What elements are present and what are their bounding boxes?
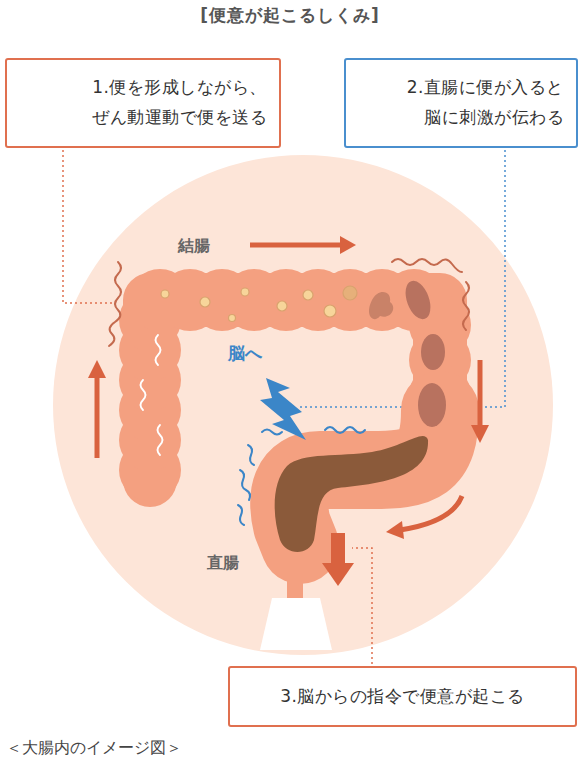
- stool-piece: [229, 315, 236, 322]
- peristalsis-waves: [109, 259, 469, 346]
- stimulus-wave: [325, 427, 365, 433]
- colon-folds: [141, 335, 163, 455]
- arrow-shaft: [250, 243, 344, 248]
- stool-lump: [421, 334, 445, 370]
- anal-canal: [287, 550, 303, 602]
- stool-piece: [324, 305, 336, 317]
- arrow-head: [322, 563, 354, 586]
- callout-box: 1.便を形成しながら、 ぜん動運動で便を送る: [5, 58, 281, 148]
- stimulus-wave: [248, 445, 254, 465]
- nerve-signal-bolt: [260, 378, 306, 440]
- part-label: 結腸: [178, 236, 210, 255]
- arrow-shaft: [400, 496, 462, 530]
- background-circle: [53, 155, 553, 655]
- arrow-head: [340, 236, 356, 254]
- arrow-head: [88, 360, 106, 378]
- arrow-shaft: [478, 360, 483, 428]
- stimulus-wave: [240, 470, 250, 500]
- peristalsis-wave: [109, 262, 121, 346]
- stool-piece: [343, 286, 357, 300]
- stool-mass: [275, 436, 428, 552]
- direction-arrows: [88, 236, 489, 586]
- leader-line: [352, 548, 372, 664]
- part-label: 直腸: [207, 553, 239, 572]
- stool-lump: [369, 292, 393, 319]
- stool-piece: [200, 297, 210, 307]
- part-label: 脳へ: [228, 343, 262, 363]
- stool-pieces: [161, 286, 357, 322]
- stool-piece: [303, 290, 313, 300]
- callout-box: 2.直腸に便が入ると 脳に刺激が伝わる: [344, 58, 578, 148]
- stimulus-waves: [238, 427, 365, 525]
- diagram-title: [便意が起こるしくみ]: [0, 4, 580, 27]
- arrow-shaft: [331, 533, 345, 565]
- callout-text: 3.脳からの指令で便意が起こる: [280, 682, 525, 712]
- stool-piece: [161, 290, 169, 298]
- colon-fold: [156, 335, 161, 365]
- diagram-caption: ＜大腸内のイメージ図＞: [6, 738, 182, 759]
- peristalsis-wave: [463, 282, 469, 330]
- callout-text: 2.直腸に便が入ると 脳に刺激が伝わる: [358, 73, 564, 133]
- colon-fold: [158, 425, 163, 455]
- anus-opening: [260, 598, 332, 650]
- arrow-head: [471, 425, 489, 443]
- arrow-shaft: [95, 374, 100, 458]
- stool-piece: [277, 301, 287, 311]
- stimulus-wave: [262, 430, 282, 435]
- leader-line: [63, 150, 112, 303]
- callout-box: 3.脳からの指令で便意が起こる: [228, 666, 577, 727]
- leader-line: [300, 150, 505, 407]
- stool-lump: [401, 277, 435, 322]
- stool-piece: [241, 288, 249, 296]
- arrow-head: [386, 521, 404, 539]
- stool-lump: [418, 383, 446, 427]
- callout-text: 1.便を形成しながら、 ぜん動運動で便を送る: [19, 73, 267, 133]
- peristalsis-wave: [392, 259, 462, 272]
- colon-fold: [141, 380, 146, 410]
- stimulus-wave: [238, 505, 244, 525]
